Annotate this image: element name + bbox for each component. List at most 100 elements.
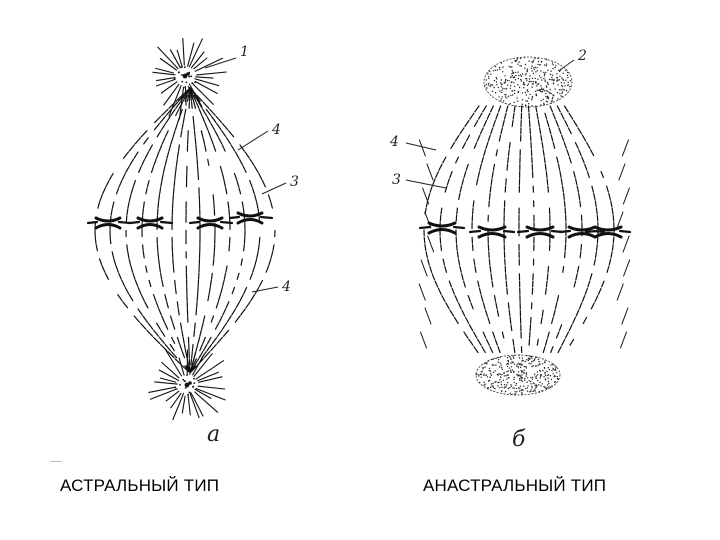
- spindle-fiber: [211, 336, 218, 344]
- spindle-fiber: [148, 279, 152, 287]
- polar-cap-dot-lower: [542, 370, 544, 372]
- polar-cap-dot-lower: [519, 385, 522, 387]
- polar-cap-dot-lower: [547, 380, 550, 382]
- spindle-fiber: [482, 331, 487, 339]
- polar-cap-dot-lower: [543, 367, 546, 369]
- polar-cap-dot-upper: [499, 82, 502, 84]
- spindle-fiber: [167, 351, 175, 359]
- spindle-fiber: [567, 127, 572, 135]
- polar-cap-dot-upper: [526, 89, 529, 91]
- polar-cap-dot-upper: [556, 80, 558, 82]
- polar-cap-dot-upper: [513, 76, 515, 79]
- outer-fiber: [616, 211, 624, 229]
- spindle-fiber: [219, 165, 223, 173]
- polar-cap-dot-lower: [551, 385, 553, 387]
- spindle-fiber: [125, 165, 130, 173]
- spindle-fiber: [236, 180, 240, 188]
- spindle-fiber: [153, 329, 160, 337]
- spindle-fiber: [270, 201, 273, 209]
- spindle-fiber: [556, 295, 560, 303]
- polar-cap-dot-upper: [528, 97, 530, 99]
- aster-ray-upper: [152, 71, 176, 76]
- polar-cap-dot-lower: [519, 387, 521, 390]
- spindle-fiber: [495, 112, 499, 120]
- centriole-lower: [184, 382, 190, 388]
- polar-cap-dot-upper: [518, 74, 520, 77]
- spindle-fiber: [160, 272, 163, 280]
- spindle-fiber: [562, 192, 565, 200]
- spindle-fiber: [497, 346, 501, 354]
- polar-cap-dot-lower: [539, 381, 541, 383]
- polar-cap-dot-lower: [528, 362, 530, 365]
- spindle-fiber: [221, 144, 226, 152]
- spindle-fiber: [113, 258, 117, 266]
- polar-cap-dot-lower: [552, 363, 554, 365]
- spindle-fiber: [450, 141, 456, 149]
- spindle-fiber: [133, 315, 140, 323]
- polar-cap-dot-lower: [500, 376, 502, 379]
- polar-cap-dot-lower: [530, 389, 532, 391]
- spindle-fiber: [473, 258, 476, 266]
- spindle-fiber: [159, 115, 166, 124]
- spindle-fiber: [128, 144, 135, 152]
- spindle-fiber: [222, 329, 230, 337]
- polar-cap-dot-lower: [486, 376, 489, 378]
- spindle-fiber: [180, 130, 183, 138]
- polar-cap-dot-lower: [541, 389, 543, 392]
- spindle-fiber: [210, 137, 214, 145]
- polar-cap-dot-upper: [516, 57, 518, 59]
- spindle-fiber: [201, 115, 206, 124]
- spindle-fiber: [174, 172, 176, 181]
- polar-cap-dot-upper: [534, 57, 536, 60]
- spindle-fiber: [445, 302, 450, 310]
- spindle-fiber: [485, 338, 490, 346]
- spindle-fiber: [461, 178, 465, 186]
- polar-cap-dot-upper: [504, 82, 506, 84]
- aster-ray-lower: [197, 385, 226, 390]
- spindle-fiber: [241, 201, 244, 209]
- polar-cap-dot-upper: [516, 97, 518, 99]
- spindle-fiber: [202, 336, 206, 344]
- spindle-fiber: [153, 336, 161, 344]
- polar-cap-dot-upper: [547, 69, 549, 72]
- outer-fiber: [422, 187, 430, 205]
- aster-dot-upper: [173, 78, 176, 80]
- polar-cap-dot-upper: [542, 98, 544, 101]
- spindle-fiber: [492, 119, 496, 128]
- spindle-fiber: [231, 286, 236, 295]
- polar-cap-dot-upper: [499, 66, 501, 69]
- polar-cap-dot-lower: [501, 368, 504, 371]
- spindle-fiber: [265, 265, 270, 273]
- spindle-fiber: [210, 315, 215, 323]
- spindle-fiber: [459, 127, 465, 135]
- polar-cap-dot-lower: [506, 378, 508, 380]
- polar-cap-dot-lower: [533, 383, 535, 385]
- spindle-fiber: [606, 265, 610, 273]
- spindle-fiber: [121, 172, 126, 181]
- polar-cap-dot-upper: [538, 60, 540, 63]
- outer-fiber: [616, 283, 624, 301]
- polar-cap-dot-lower: [547, 374, 550, 376]
- centriole-lower: [188, 381, 192, 385]
- spindle-fiber: [155, 151, 160, 159]
- spindle-fiber: [192, 115, 195, 124]
- spindle-fiber: [594, 200, 597, 208]
- spindle-fiber: [102, 187, 107, 195]
- polar-cap-dot-lower: [502, 379, 504, 381]
- polar-cap-dot-lower: [519, 377, 521, 380]
- polar-cap-dot-upper: [521, 92, 524, 94]
- polar-cap-dot-lower: [536, 365, 538, 367]
- aster-ray-upper: [194, 57, 224, 72]
- polar-cap-dot-upper: [490, 73, 492, 75]
- aster-ray-upper: [182, 37, 185, 66]
- spindle-fiber: [461, 309, 466, 317]
- polar-cap-dot-lower: [533, 359, 536, 361]
- spindle-fiber: [166, 301, 169, 309]
- polar-cap-dot-upper: [526, 68, 529, 70]
- spindle-fiber: [211, 115, 217, 124]
- spindle-fiber: [488, 192, 491, 200]
- spindle-fiber: [550, 346, 554, 354]
- polar-cap-dot-upper: [511, 66, 513, 68]
- polar-cap-dot-upper: [510, 85, 512, 87]
- polar-cap-dot-upper: [547, 83, 550, 86]
